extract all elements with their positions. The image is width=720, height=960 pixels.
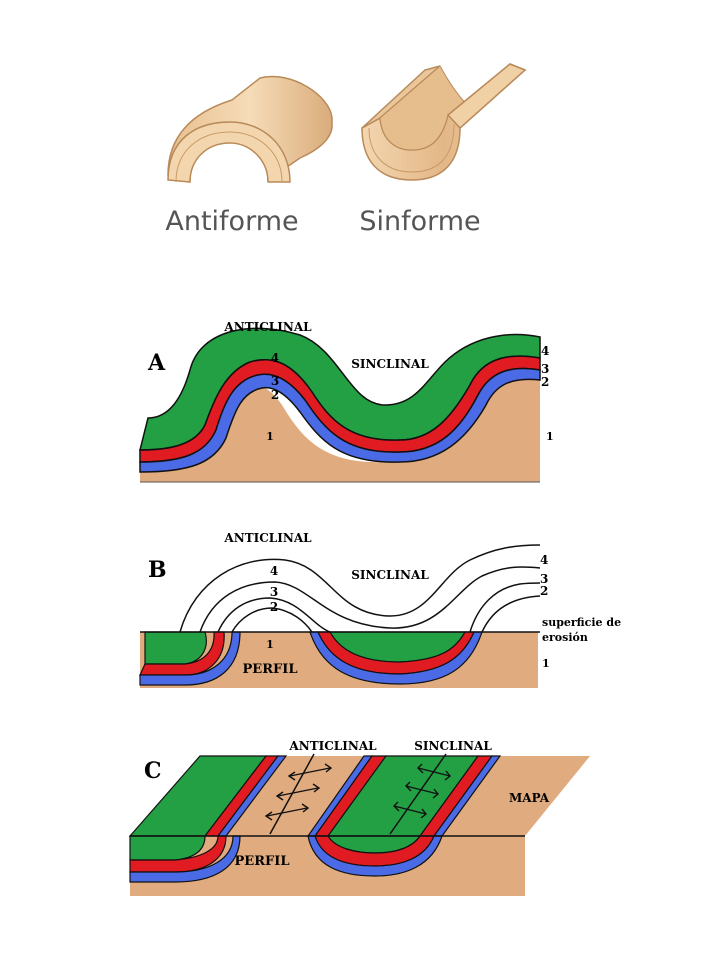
panel-a-layer-4-inline: 4: [271, 351, 279, 365]
panel-c: C ANTICLINAL SINCLINAL MAPA PERFIL: [128, 739, 590, 896]
erosion-surface-label: superficie de: [542, 616, 621, 629]
panel-b-letter: B: [148, 557, 167, 583]
layer-2-band: [139, 367, 541, 473]
panel-c-profile-label: PERFIL: [235, 854, 290, 869]
panel-a-layer-1-side: 1: [546, 430, 554, 443]
map-label: MAPA: [509, 791, 550, 805]
panel-b-layer-4-side: 4: [540, 553, 548, 567]
panel-b-layer-1-inline: 1: [266, 638, 274, 651]
synform-illustration: [361, 63, 527, 181]
panel-a: A ANTICLINAL SINCLINAL 4 3 2 1 4 3 2 1: [139, 320, 554, 483]
antiform-illustration: [167, 75, 333, 183]
anticline-axis: [269, 753, 315, 835]
panel-b-layer-1-side: 1: [542, 657, 550, 670]
panel-a-syncline-label: SINCLINAL: [351, 357, 429, 371]
panel-a-layer-1-inline: 1: [266, 430, 274, 443]
panel-b-layer-2-inline: 2: [270, 600, 278, 614]
erosion-surface-label-2: erosión: [542, 631, 588, 644]
panel-a-letter: A: [147, 350, 166, 376]
panel-c-letter: C: [144, 758, 162, 784]
panel-b-syncline-label: SINCLINAL: [351, 568, 429, 582]
panel-b-layer-2-side: 2: [540, 584, 548, 598]
panel-b-layer-4-inline: 4: [270, 564, 278, 578]
panel-a-anticline-label: ANTICLINAL: [223, 320, 312, 334]
antiform-label: Antiforme: [165, 206, 298, 237]
panel-b: B ANTICLINAL SINCLINAL 4 3 2 1 4 3 2 sup…: [139, 531, 621, 688]
panel-a-layer-2-side: 2: [541, 375, 549, 389]
panel-a-layer-4-side: 4: [541, 344, 549, 358]
panel-b-profile-label: PERFIL: [243, 662, 298, 677]
syncline-axis: [389, 753, 447, 835]
synform-label: Sinforme: [359, 206, 480, 237]
panel-b-layer-3-side: 3: [540, 572, 548, 586]
panel-a-layer-3-inline: 3: [271, 374, 279, 388]
panel-b-anticline-label: ANTICLINAL: [223, 531, 312, 545]
panel-a-layer-2-inline: 2: [271, 388, 279, 402]
anticline-arrows: [264, 763, 333, 821]
panel-c-syncline-label: SINCLINAL: [414, 739, 492, 753]
syncline-arrows: [393, 763, 451, 819]
panel-a-layer-3-side: 3: [541, 362, 549, 376]
panel-c-anticline-label: ANTICLINAL: [288, 739, 377, 753]
panel-b-layer-3-inline: 3: [270, 585, 278, 599]
